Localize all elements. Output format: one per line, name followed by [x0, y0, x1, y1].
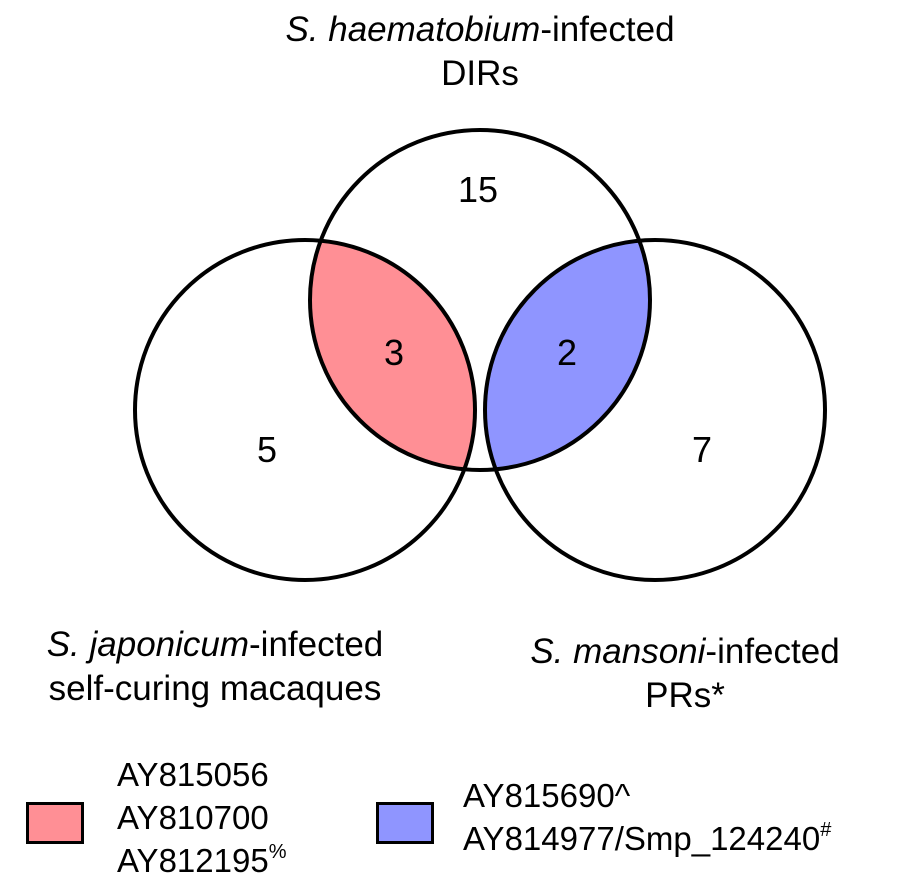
count-japonicum-haematobium: 3 [384, 332, 404, 373]
count-haematobium-only: 15 [458, 169, 498, 210]
set-label-japonicum: S. japonicum-infected self-curing macaqu… [0, 623, 430, 711]
legend-entry: AY815690^ [463, 777, 631, 814]
label-group: DIRs [441, 54, 519, 93]
count-haematobium-mansoni: 2 [557, 332, 577, 373]
legend-entry: AY814977/Smp_124240# [463, 819, 832, 857]
label-suffix: -infected [249, 625, 384, 664]
circle-mansoni [483, 238, 827, 582]
legend-entry: AY812195% [117, 841, 287, 879]
legend-entry: AY815056 [117, 756, 269, 793]
label-suffix: -infected [540, 10, 675, 49]
species-name: S. japonicum [46, 625, 250, 664]
label-group: PRs* [645, 676, 725, 715]
set-label-haematobium: S. haematobium-infected DIRs [200, 8, 760, 96]
legend-entry: AY810700 [117, 799, 269, 836]
overlap-haematobium-mansoni [485, 240, 650, 470]
species-name: S. haematobium [285, 10, 541, 49]
species-name: S. mansoni [530, 632, 706, 671]
legend-swatch-red [26, 802, 84, 844]
legend-list-red: AY815056 AY810700 AY812195% [117, 753, 287, 882]
count-mansoni-only: 7 [692, 429, 712, 470]
count-japonicum-only: 5 [257, 429, 277, 470]
circle-japonicum [133, 238, 477, 582]
overlap-japonicum-haematobium [310, 240, 475, 470]
legend-list-blue: AY815690^ AY814977/Smp_124240# [463, 774, 831, 860]
label-group: self-curing macaques [48, 669, 382, 708]
circle-haematobium [308, 128, 652, 472]
legend-swatch-blue [376, 802, 434, 844]
set-label-mansoni: S. mansoni-infected PRs* [470, 630, 900, 718]
label-suffix: -infected [705, 632, 840, 671]
